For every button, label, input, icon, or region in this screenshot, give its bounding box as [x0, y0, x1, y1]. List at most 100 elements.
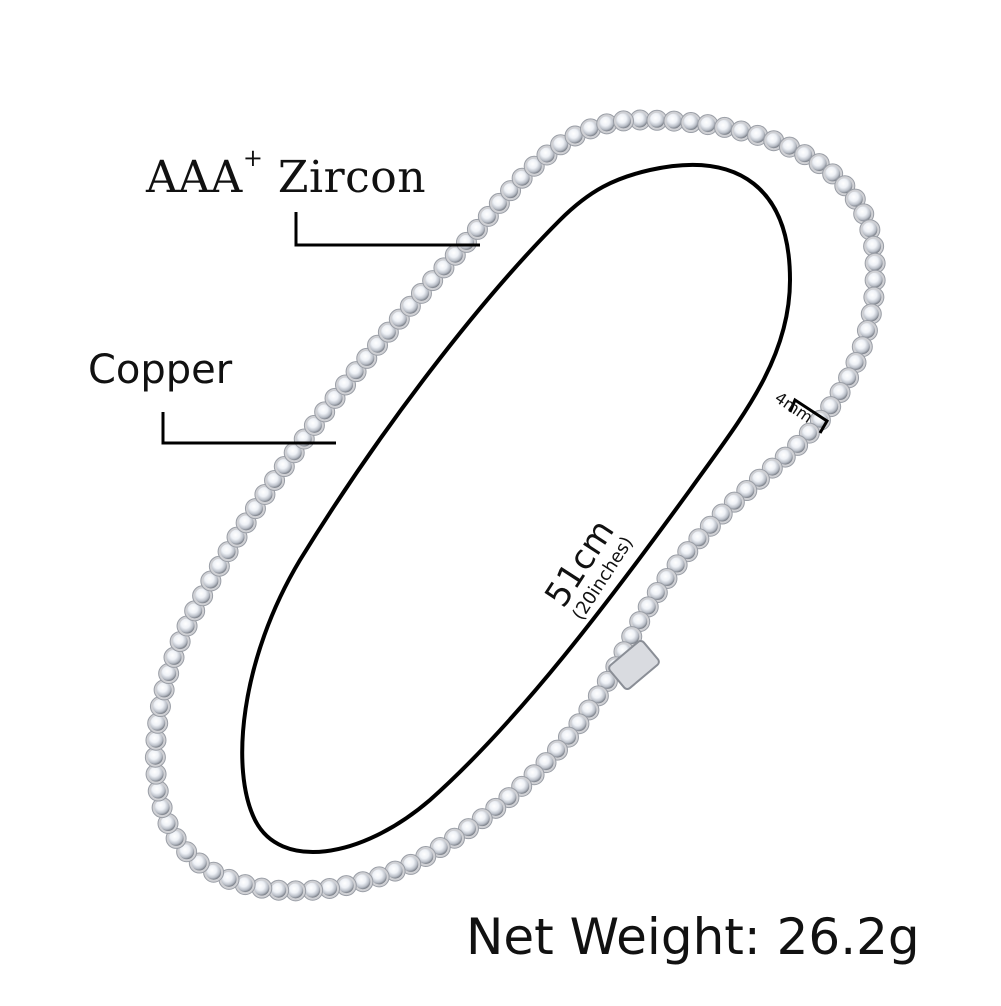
zircon-stone	[491, 195, 507, 211]
zircon-stone	[425, 273, 441, 289]
zircon-stone	[418, 849, 434, 865]
zircon-stone	[825, 166, 841, 182]
zircon-stone	[238, 515, 254, 531]
zircon-stone	[413, 285, 429, 301]
zircon-stone	[211, 558, 227, 574]
zircon-stone	[380, 324, 396, 340]
zircon-stone	[823, 399, 839, 415]
zircon-stone	[717, 119, 733, 135]
zircon-stone	[700, 117, 716, 133]
zircon-stone	[305, 882, 321, 898]
zircon-stone	[790, 437, 806, 453]
zircon-stone	[436, 260, 452, 276]
copper-label: Copper	[88, 347, 233, 393]
net-weight-label: Net Weight: 26.2g	[466, 908, 920, 966]
zircon-stone	[581, 702, 597, 718]
zircon-stone	[867, 255, 883, 271]
zircon-stone	[599, 673, 615, 689]
zircon-stone	[583, 121, 599, 137]
zircon-stone	[702, 518, 718, 534]
zircon-stone	[446, 830, 462, 846]
zircon-stone	[150, 783, 166, 799]
zircon-stone	[560, 729, 576, 745]
zircon-stone	[147, 749, 163, 765]
zircon-stone	[669, 557, 685, 573]
zircon-stone	[739, 483, 755, 499]
zircon-stone	[632, 112, 648, 128]
zircon-stone	[237, 877, 253, 893]
zircon-stone	[206, 864, 222, 880]
zircon-stone	[254, 880, 270, 896]
zircon-stone	[862, 222, 878, 238]
zircon-stone	[267, 472, 283, 488]
zircon-stone	[391, 311, 407, 327]
zircon-stone	[683, 115, 699, 131]
zircon-stone	[338, 377, 354, 393]
zircon-callout-line	[294, 212, 480, 247]
zircon-stone	[797, 147, 813, 163]
zircon-stone	[632, 614, 648, 630]
zircon-stone	[220, 544, 236, 560]
zircon-stone	[469, 221, 485, 237]
clasp	[608, 640, 660, 690]
zircon-stone	[841, 370, 857, 386]
zircon-stone	[257, 486, 273, 502]
zircon-stone	[750, 127, 766, 143]
zircon-stone	[714, 506, 730, 522]
zircon-stone	[781, 139, 797, 155]
zircon-stone	[460, 821, 476, 837]
zircon-stone	[271, 882, 287, 898]
zircon-stone	[327, 390, 343, 406]
zircon-stone	[856, 206, 872, 222]
zircon-stone	[432, 840, 448, 856]
zircon-stone	[751, 471, 767, 487]
zircon-stone	[526, 158, 542, 174]
zircon-stone	[166, 649, 182, 665]
zircon-stone	[866, 289, 882, 305]
zircon-stone	[811, 156, 827, 172]
zircon-stone	[501, 790, 517, 806]
zircon-stone	[526, 767, 542, 783]
zircon-stone	[680, 544, 696, 560]
zircon-stone	[567, 128, 583, 144]
zircon-stone	[649, 112, 665, 128]
zircon-stone	[867, 272, 883, 288]
zircon-stone	[387, 863, 403, 879]
zircon-stone	[306, 417, 322, 433]
zircon-stone	[514, 778, 530, 794]
zircon-stone	[640, 599, 656, 615]
zircon-grade: AAA	[146, 152, 243, 203]
zircon-label: AAA+ Zircon	[146, 144, 427, 203]
zircon-stone	[191, 855, 207, 871]
zircon-stone	[160, 816, 176, 832]
zircon-name: Zircon	[263, 152, 427, 203]
zircon-stone	[866, 238, 882, 254]
zircon-stone	[777, 449, 793, 465]
zircon-stone	[480, 208, 496, 224]
zircon-stone	[203, 573, 219, 589]
zircon-stone	[514, 170, 530, 186]
zircon-stone	[148, 732, 164, 748]
zircon-stone	[187, 603, 203, 619]
zircon-stone	[172, 634, 188, 650]
zircon-stone	[571, 716, 587, 732]
zircon-stone	[832, 385, 848, 401]
zircon-stone	[733, 123, 749, 139]
zircon-stone	[179, 844, 195, 860]
zircon-stone	[538, 755, 554, 771]
zircon-stone	[447, 247, 463, 263]
zircon-stone	[615, 113, 631, 129]
zircon-stone	[179, 618, 195, 634]
zircon-stone	[859, 323, 875, 339]
zircon-stone	[152, 699, 168, 715]
zircon-stone	[847, 191, 863, 207]
zircon-stone	[726, 494, 742, 510]
zircon-stone	[837, 178, 853, 194]
zircon-stone	[156, 682, 172, 698]
zircon-stone	[503, 183, 519, 199]
zircon-stones	[144, 109, 886, 902]
zircon-stone	[854, 339, 870, 355]
zircon-stone	[154, 800, 170, 816]
zircon-stone	[488, 800, 504, 816]
zircon-stone	[599, 116, 615, 132]
